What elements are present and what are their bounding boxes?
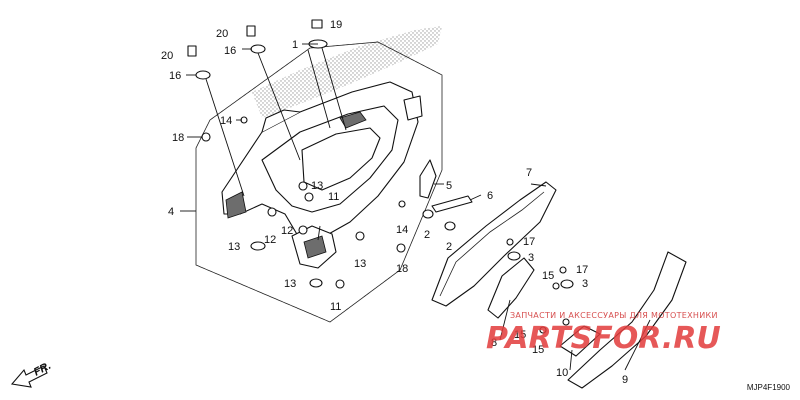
- callout-2: 2: [446, 241, 452, 253]
- callout-14: 14: [396, 224, 408, 236]
- callout-5: 5: [446, 180, 452, 192]
- callout-10: 10: [556, 367, 568, 379]
- callout-8: 8: [491, 337, 497, 349]
- diagram-reference-code: MJP4F1900: [746, 383, 790, 392]
- part-7-side-cover: [431, 181, 557, 307]
- callout-11: 11: [330, 301, 341, 313]
- callout-20: 20: [161, 50, 173, 62]
- callout-16: 16: [169, 70, 181, 82]
- callout-13: 13: [228, 241, 240, 253]
- front-direction-indicator: FR.: [10, 360, 53, 388]
- callout-17: 17: [523, 236, 535, 248]
- callout-15: 15: [532, 344, 544, 356]
- part-9-rear-trim: [567, 251, 687, 389]
- group-boundary-item-4: [195, 41, 443, 323]
- callout-13: 13: [354, 258, 366, 270]
- callout-11: 11: [328, 191, 339, 203]
- partsfor-watermark: ЗАПЧАСТИ И АКСЕССУАРЫ ДЛЯ МОТОТЕХНИКИ PA…: [486, 311, 721, 356]
- rear-frame-assembly: [221, 81, 423, 269]
- callout-6: 6: [487, 190, 493, 202]
- callout-18: 18: [396, 263, 408, 275]
- callout-14: 14: [220, 115, 232, 127]
- callout-12: 12: [281, 225, 293, 237]
- callout-1: 1: [292, 39, 298, 51]
- callout-12: 12: [264, 234, 276, 246]
- callout-13: 13: [284, 278, 296, 290]
- fasteners: [187, 19, 574, 334]
- callout-15: 15: [542, 270, 554, 282]
- callout-13: 13: [311, 180, 323, 192]
- callout-labels: 1 2 2 3 3 4 5 6 7 8 9 10 11 11 12 12 13 …: [161, 19, 628, 386]
- callout-3: 3: [528, 252, 534, 264]
- callout-18: 18: [172, 132, 184, 144]
- part-5-bracket: [419, 159, 437, 199]
- stippled-tail-area: [252, 26, 442, 118]
- callout-20: 20: [216, 28, 228, 40]
- part-10-trim-piece: [559, 325, 601, 357]
- watermark-tagline: ЗАПЧАСТИ И АКСЕССУАРЫ ДЛЯ МОТОТЕХНИКИ: [510, 311, 718, 320]
- part-7-inner-edge: [439, 191, 545, 297]
- part-8-side-panel: [487, 257, 535, 319]
- callout-4: 4: [168, 206, 174, 218]
- callout-3: 3: [582, 278, 588, 290]
- front-arrow-icon: [10, 365, 48, 388]
- watermark-logo: PARTSFOR.RU: [486, 321, 721, 356]
- callout-19: 19: [330, 19, 342, 31]
- callout-7: 7: [526, 167, 532, 179]
- callout-9: 9: [622, 374, 628, 386]
- part-6-bracket: [431, 195, 473, 213]
- callout-2: 2: [424, 229, 430, 241]
- callout-15: 15: [514, 329, 526, 341]
- callout-16: 16: [224, 45, 236, 57]
- front-label: FR.: [32, 360, 53, 379]
- callout-17: 17: [576, 264, 588, 276]
- leader-lines: [180, 43, 651, 371]
